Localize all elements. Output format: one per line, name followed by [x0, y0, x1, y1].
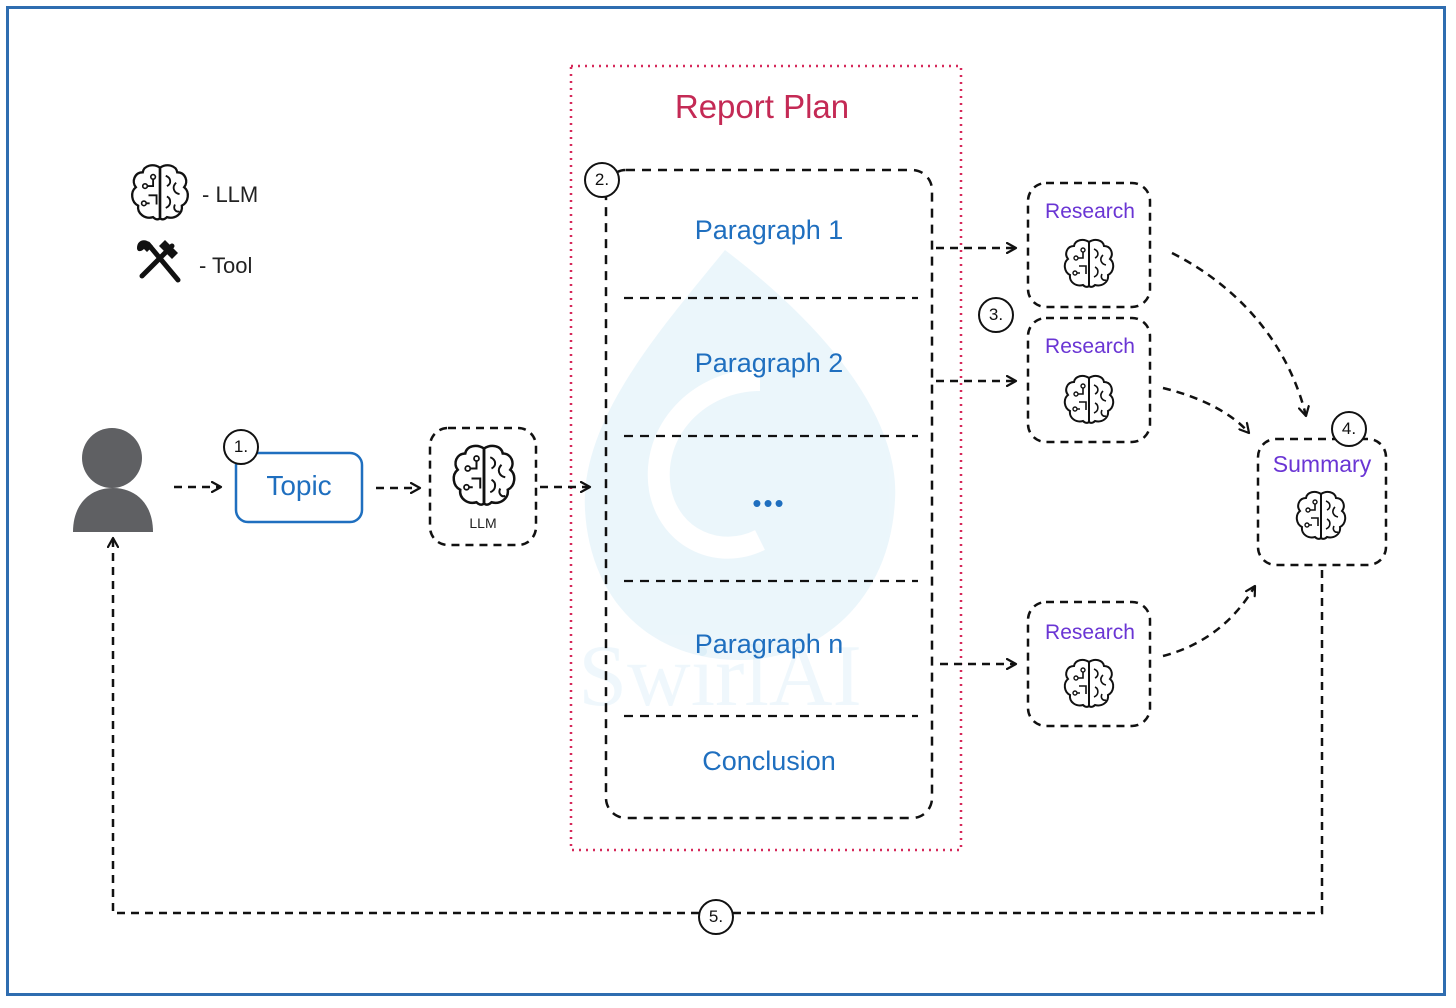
arrow-summary-to-user — [113, 538, 1324, 915]
step-marker-3: 3. — [978, 297, 1014, 333]
research-label-3: Research — [1045, 621, 1135, 644]
flow-arrows — [113, 248, 1324, 915]
section-paragraph-2: Paragraph 2 — [694, 348, 844, 378]
legend-tool-label: - Tool — [199, 253, 253, 278]
hammer-wrench-icon — [137, 240, 181, 283]
arrow-research1-to-summary — [1171, 251, 1306, 416]
watermark-logo — [584, 250, 896, 660]
section-paragraph-1: Paragraph 1 — [694, 215, 844, 245]
section-ellipsis: ••• — [752, 488, 786, 518]
report-plan-title: Report Plan — [674, 88, 850, 125]
summary-label: Summary — [1272, 451, 1372, 477]
watermark-text: SwirlAI — [578, 628, 862, 725]
outer-frame — [6, 6, 1446, 996]
research-label-1: Research — [1045, 200, 1135, 223]
topic-label: Topic — [266, 470, 332, 501]
brain-icon — [131, 164, 189, 221]
step-marker-5: 5. — [698, 899, 734, 935]
research-label-2: Research — [1045, 335, 1135, 358]
user-icon — [73, 428, 153, 532]
step-marker-1: 1. — [223, 429, 259, 465]
llm-caption: LLM — [469, 515, 497, 531]
step-marker-4: 4. — [1331, 411, 1367, 447]
step-marker-2: 2. — [584, 162, 620, 198]
section-paragraph-n: Paragraph n — [694, 629, 844, 659]
topic-box — [234, 451, 364, 524]
arrow-research3-to-summary — [1162, 586, 1255, 658]
section-conclusion: Conclusion — [702, 746, 836, 776]
arrow-research2-to-summary — [1162, 386, 1249, 433]
legend-llm-label: - LLM — [202, 182, 259, 207]
